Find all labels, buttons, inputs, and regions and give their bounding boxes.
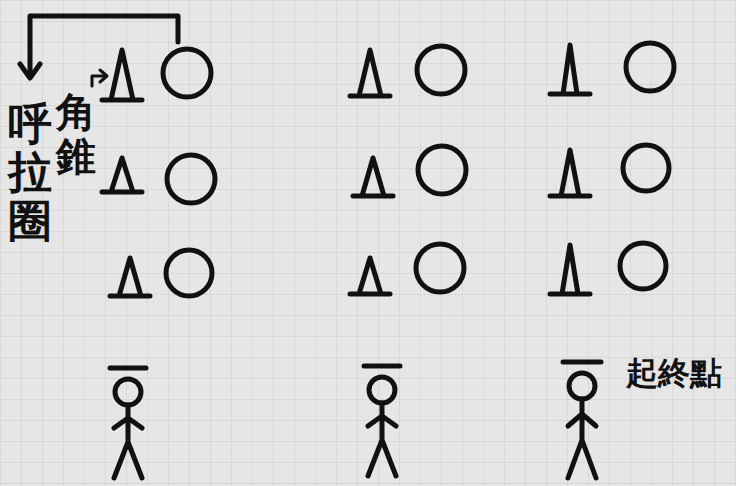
- hoop-symbol: [626, 43, 674, 91]
- cone-symbol: [102, 50, 142, 100]
- hoop-label: 呼拉圈: [8, 100, 52, 245]
- cone-symbol: [353, 158, 393, 196]
- cone-symbol: [110, 258, 150, 296]
- hoop-symbol: [163, 49, 211, 97]
- hoops: [163, 43, 674, 296]
- hoop-symbol: [167, 155, 215, 203]
- stick-figure: [364, 366, 400, 476]
- hoop-symbol: [416, 244, 464, 292]
- cone-symbol: [102, 158, 142, 192]
- hoop-symbol: [166, 250, 212, 296]
- hoop-symbol: [623, 145, 669, 191]
- arrow-head: [100, 70, 107, 82]
- hoop-symbol: [417, 46, 465, 94]
- cone-symbol: [350, 50, 390, 96]
- stick-figure: [563, 362, 601, 478]
- cone-symbol: [550, 150, 590, 196]
- start-finish-label: 起終點: [626, 356, 722, 391]
- stick-figure: [110, 368, 146, 478]
- cone-symbol: [350, 258, 390, 294]
- hoop-symbol: [620, 243, 666, 289]
- cones: [102, 45, 590, 296]
- label-holder: 起終點: [626, 356, 722, 391]
- bracket-arrow: [30, 16, 178, 74]
- hoop-symbol: [418, 146, 466, 194]
- cone-symbol: [550, 45, 590, 94]
- cone-symbol: [550, 245, 590, 294]
- label-holder: 呼拉圈: [8, 100, 52, 245]
- label-holder: 角錐: [56, 90, 96, 178]
- cone-label: 角錐: [56, 90, 96, 178]
- arrow-head: [20, 64, 40, 78]
